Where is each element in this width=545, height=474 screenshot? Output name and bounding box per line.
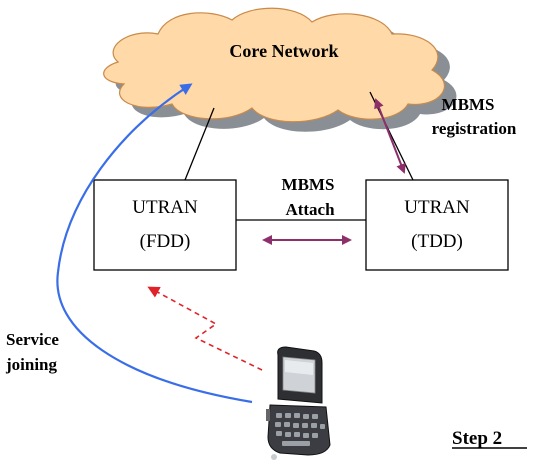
mbms-registration-label-line2: registration [432, 119, 517, 138]
service-joining-label-line2: joining [5, 355, 58, 374]
service-joining-arrow [56, 83, 253, 404]
step-label: Step 2 [452, 428, 502, 449]
radio-link-arrow [147, 286, 263, 371]
utran-fdd-title: UTRAN [132, 197, 198, 218]
utran-tdd-title: UTRAN [404, 197, 470, 218]
service-joining-label-line1: Service [6, 330, 59, 349]
core-network-cloud [103, 7, 445, 123]
mbms-registration-label-line1: MBMS [442, 95, 495, 114]
mbms-attach-label-line1: MBMS [282, 175, 335, 194]
utran-fdd-box [93, 179, 237, 271]
mbms-attach-label-line2: Attach [285, 200, 335, 219]
link-core-fdd [184, 107, 215, 181]
utran-fdd-mode: (FDD) [140, 231, 191, 252]
utran-tdd-box [365, 179, 509, 271]
utran-tdd-mode: (TDD) [411, 231, 463, 252]
core-network-label: Core Network [229, 41, 338, 61]
mbms-registration-arrow [374, 98, 406, 174]
smartphone-icon [266, 346, 331, 460]
